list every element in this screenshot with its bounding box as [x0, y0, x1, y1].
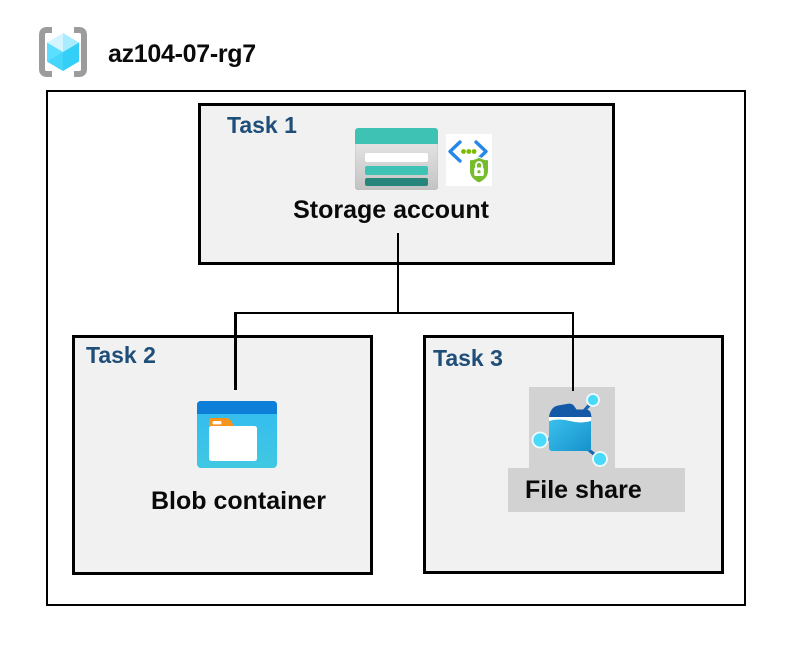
- file-share-caption-highlight: File share: [508, 468, 685, 512]
- resource-group-icon: [39, 27, 87, 77]
- storage-account-caption: Storage account: [293, 196, 489, 224]
- blob-container-icon: [197, 401, 277, 468]
- file-share-caption: File share: [525, 476, 642, 504]
- task-1-box: Task 1 Storage account: [198, 103, 615, 265]
- connector-to-blob-container: [234, 311, 237, 390]
- task-2-box: Task 2 Blob container: [72, 335, 373, 575]
- connector-storage-stem: [396, 233, 399, 314]
- file-share-icon: [531, 393, 608, 467]
- connector-to-file-share: [571, 311, 574, 391]
- storage-account-icon: [355, 128, 438, 190]
- task-1-label: Task 1: [227, 112, 297, 138]
- resource-group-name: az104-07-rg7: [108, 40, 256, 68]
- task-3-label: Task 3: [433, 345, 503, 371]
- file-share-icon-highlight: [529, 387, 615, 468]
- secured-endpoint-icon: [446, 134, 492, 186]
- connector-branch-horizontal: [234, 311, 574, 314]
- task-2-label: Task 2: [86, 342, 156, 368]
- blob-container-caption: Blob container: [150, 487, 326, 515]
